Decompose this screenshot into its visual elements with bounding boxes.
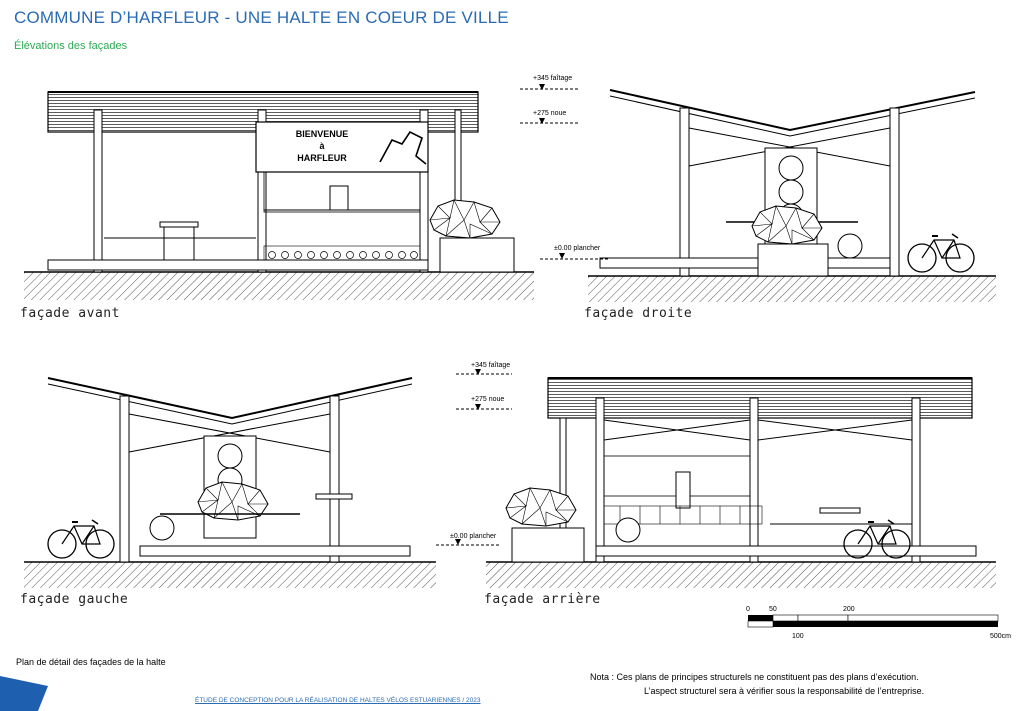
level-marks-front: +345 faîtage +275 noue [520, 75, 580, 124]
level-mark-floor-right: ±0.00 plancher [540, 245, 610, 260]
facade-left [24, 377, 436, 588]
note-line-1: Nota : Ces plans de principes structurel… [590, 672, 919, 682]
scale-tick-200: 200 [843, 606, 855, 613]
scale-bar: 0 50 200 100 500cm [746, 606, 1011, 640]
level-valley-front: +275 noue [533, 110, 566, 117]
corner-accent [0, 676, 48, 711]
svg-text:±0.00 plancher: ±0.00 plancher [554, 245, 601, 252]
scale-tick-100: 100 [792, 633, 804, 640]
facade-right [588, 89, 996, 302]
sign-line-3: HARFLEUR [297, 153, 347, 163]
sign-line-1: BIENVENUE [296, 129, 349, 139]
sign-illustration [379, 130, 427, 165]
plan-label: Plan de détail des façades de la halte [16, 657, 166, 667]
caption-facade-right: façade droite [584, 306, 693, 321]
note-line-2: L’aspect structurel sera à vérifier sous… [644, 686, 925, 696]
page-title: COMMUNE D’HARFLEUR - UNE HALTE EN COEUR … [14, 8, 509, 27]
svg-text:±0.00 plancher: ±0.00 plancher [450, 533, 497, 540]
sign-line-2: à [319, 141, 325, 151]
facade-front: BIENVENUE à HARFLEUR [24, 91, 534, 300]
scale-tick-50: 50 [769, 606, 777, 613]
footer-study: ÉTUDE DE CONCEPTION POUR LA RÉALISATION … [195, 697, 461, 704]
footer-credit: ÉTUDE DE CONCEPTION POUR LA RÉALISATION … [195, 697, 481, 704]
level-marks-left: +345 faîtage +275 noue ±0.00 plancher [436, 362, 512, 546]
footer-year: / 2023 [460, 697, 481, 704]
page-subtitle: Élévations des façades [14, 40, 128, 52]
welcome-sign: BIENVENUE à HARFLEUR [296, 129, 349, 163]
facade-rear [486, 377, 996, 588]
caption-facade-rear: façade arrière [484, 592, 601, 607]
scale-tick-0: 0 [746, 606, 750, 613]
level-ridge-front: +345 faîtage [533, 75, 572, 82]
svg-text:+275 noue: +275 noue [471, 396, 504, 403]
note: Nota : Ces plans de principes structurel… [590, 670, 924, 698]
svg-text:+345 faîtage: +345 faîtage [471, 362, 510, 369]
caption-facade-front: façade avant [20, 306, 120, 321]
scale-tick-500: 500cm [990, 633, 1011, 640]
caption-facade-left: façade gauche [20, 592, 129, 607]
